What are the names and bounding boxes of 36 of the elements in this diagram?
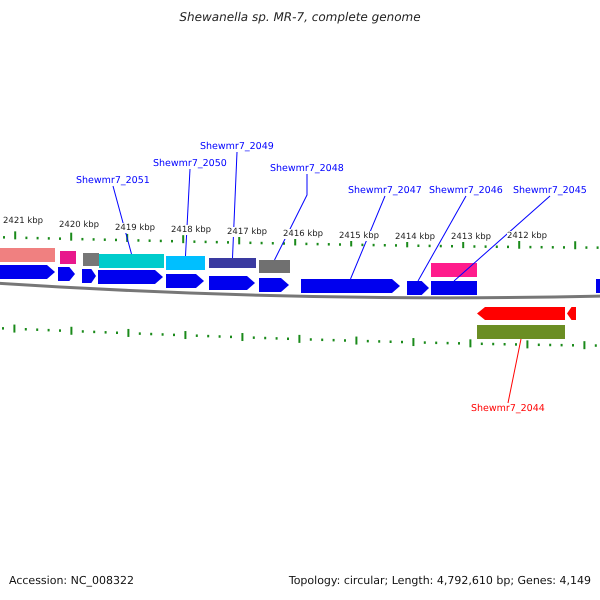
accession-text: Accession: NC_008322 bbox=[9, 574, 134, 587]
leader-line bbox=[185, 168, 190, 256]
scale-label: 2416 kbp bbox=[283, 229, 324, 239]
gene-bar bbox=[209, 258, 256, 268]
scale-label: 2419 kbp bbox=[115, 223, 156, 233]
gene-bar bbox=[99, 254, 164, 268]
gene-block bbox=[407, 281, 429, 295]
scale-label: 2414 kbp bbox=[395, 232, 436, 242]
gene-label: Shewmr7_2046 bbox=[429, 185, 503, 196]
scale-label: 2415 kbp bbox=[339, 231, 380, 241]
leader-line bbox=[112, 186, 132, 254]
gene-label: Shewmr7_2047 bbox=[348, 185, 422, 196]
leader-line bbox=[508, 338, 522, 404]
scale-label: 2420 kbp bbox=[59, 220, 100, 230]
genome-summary-text: Topology: circular; Length: 4,792,610 bp; Genes: 4,149 bbox=[288, 574, 591, 587]
scale-label: 2418 kbp bbox=[171, 225, 212, 235]
scale-label: 2417 kbp bbox=[227, 227, 268, 237]
gene-label: Shewmr7_2048 bbox=[270, 163, 344, 174]
leader-line bbox=[418, 196, 466, 282]
gene-label: Shewmr7_2050 bbox=[153, 158, 227, 169]
scale-label: 2413 kbp bbox=[451, 232, 492, 242]
gene-bar bbox=[259, 260, 290, 273]
gene-block bbox=[301, 279, 400, 293]
diagram-title: Shewanella sp. MR-7, complete genome bbox=[178, 10, 422, 24]
gene-label: Shewmr7_2045 bbox=[513, 185, 587, 196]
scale-label: 2412 kbp bbox=[507, 231, 548, 241]
leader-line bbox=[350, 196, 386, 280]
gene-bar bbox=[431, 281, 477, 295]
gene-label: Shewmr7_2051 bbox=[76, 175, 150, 186]
leader-line bbox=[454, 196, 550, 282]
gene-bar bbox=[166, 256, 205, 270]
gene-bar bbox=[477, 325, 565, 339]
leader-line bbox=[232, 152, 238, 258]
scale-label: 2421 kbp bbox=[3, 216, 44, 226]
gene-label: Shewmr7_2044 bbox=[471, 403, 545, 414]
gene-label: Shewmr7_2049 bbox=[200, 141, 274, 152]
